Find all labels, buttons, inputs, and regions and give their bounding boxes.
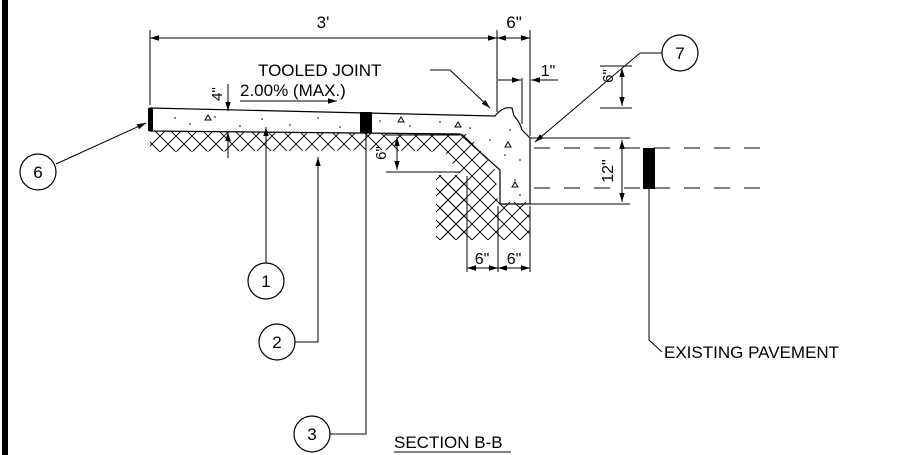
slope-label: 2.00% (MAX.) (240, 81, 346, 100)
dim-base-left-6in-label: 6" (475, 251, 490, 268)
dim-base-right-6in-label: 6" (507, 251, 522, 268)
dim-width-3ft: 3' (149, 13, 498, 112)
callout-7: 7 (534, 34, 699, 143)
existing-pavement (534, 147, 760, 189)
callout-1: 1 (247, 127, 285, 300)
callout-3: 3 (293, 118, 367, 453)
callout-1-label: 1 (261, 272, 270, 291)
dim-depth-6in: 6" (373, 134, 460, 173)
dim-depth-12in: 12" (530, 137, 630, 205)
dim-top-6in: 6" (497, 13, 531, 136)
dim-4in-label: 4" (209, 87, 226, 101)
dim-thickness-4in: 4" (209, 84, 231, 158)
end-joint (148, 108, 153, 131)
dim-offset-1in: 1" (498, 63, 558, 124)
slope-callout: 2.00% (MAX.) (240, 81, 346, 104)
callout-3-label: 3 (307, 425, 316, 444)
existing-pavement-callout: EXISTING PAVEMENT (648, 189, 839, 362)
callout-6: 6 (19, 122, 147, 191)
dim-depth-6in-label: 6" (373, 146, 390, 160)
existing-pavement-label: EXISTING PAVEMENT (664, 343, 839, 362)
callout-2-label: 2 (272, 333, 281, 352)
section-title-label: SECTION B-B (394, 433, 503, 452)
callout-6-label: 6 (33, 163, 42, 182)
dim-1in-label: 1" (541, 63, 556, 80)
dim-curb-6in: 6" (600, 65, 632, 109)
dim-3ft-label: 3' (317, 13, 330, 32)
callout-7-label: 7 (675, 44, 684, 63)
tooled-joint-label: TOOLED JOINT (258, 61, 381, 80)
subgrade-hatch (150, 131, 530, 240)
dim-curb-6in-label: 6" (600, 69, 617, 83)
section-title: SECTION B-B (394, 433, 511, 453)
dim-top-6in-label: 6" (506, 13, 522, 32)
callout-2: 2 (258, 157, 321, 361)
dim-12in-label: 12" (600, 159, 617, 182)
dim-base-widths: 6" 6" (466, 176, 531, 272)
tooled-joint-callout: TOOLED JOINT (258, 61, 491, 109)
